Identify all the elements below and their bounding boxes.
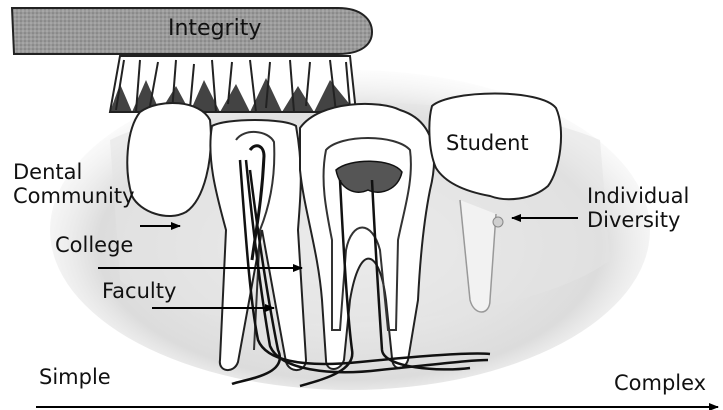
dental-community-label: Dental Community — [13, 160, 135, 208]
college-label: College — [55, 233, 133, 257]
integrity-label: Integrity — [168, 16, 261, 41]
student-label: Student — [446, 131, 529, 155]
complex-label: Complex — [614, 371, 706, 395]
simple-label: Simple — [39, 365, 111, 389]
individual-diversity-label: Individual Diversity — [587, 184, 689, 232]
tooth-left — [127, 103, 211, 216]
faculty-label: Faculty — [102, 279, 176, 303]
